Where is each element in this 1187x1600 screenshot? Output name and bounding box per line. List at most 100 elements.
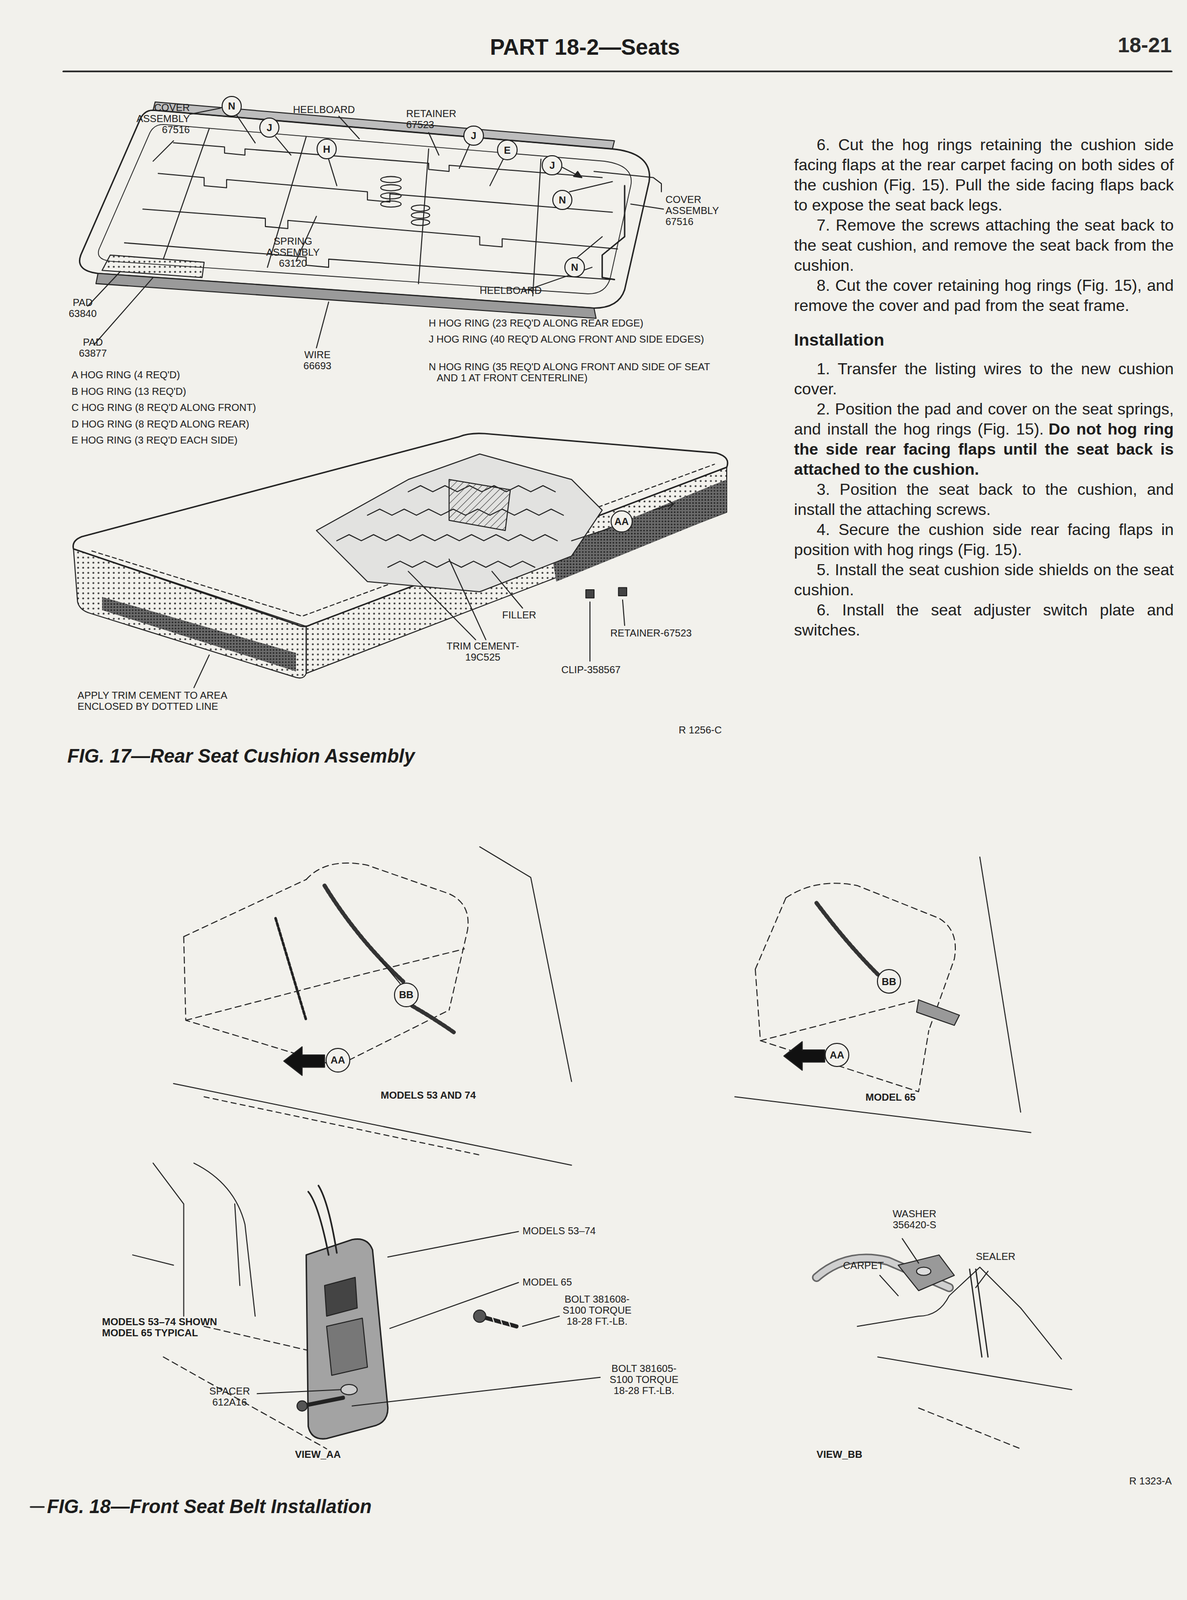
part-label-text: CARPET [843, 1260, 884, 1272]
title-text: PART 18-2—Seats [489, 34, 680, 60]
view-aa-drawing [306, 1239, 388, 1440]
seat-cushion [449, 479, 511, 532]
seat-cushion [653, 500, 674, 511]
view-bb-drawing [918, 1408, 1021, 1450]
part-label: CARPET [843, 1260, 884, 1272]
legend-note-text: J HOG RING (40 REQ'D ALONG FRONT AND SID… [428, 333, 705, 345]
part-label: HEELBOARD [292, 104, 355, 116]
part-label: TRIM CEMENT- 19C525 [438, 640, 527, 663]
step-text: 8. Cut the cover retaining hog rings (Fi… [794, 276, 1174, 315]
seat-belt-figure-right [734, 857, 1031, 1133]
step-text: 5. Install the seat cushion side shields… [794, 560, 1174, 600]
part-label-text: SPACER 612A16 [209, 1386, 251, 1409]
view-label-text: VIEW_AA [294, 1449, 341, 1461]
part-label: COVER ASSEMBLY 67516 [128, 102, 190, 136]
seat-cushion [316, 454, 603, 592]
seat-belt-figure-left [379, 959, 401, 984]
view-label-text: VIEW_BB [816, 1449, 863, 1461]
seat-cushion [73, 549, 307, 679]
part-label-text: WIRE 66693 [303, 349, 332, 372]
seat-belt-figure-left [306, 863, 468, 1011]
leader-line [193, 559, 625, 688]
seat-belt-figure-left [183, 879, 465, 1067]
part-label: BOLT 381608-S100 TORQUE 18-28 FT.-LB. [555, 1294, 640, 1328]
part-label: SEALER [975, 1251, 1016, 1263]
view-bb-drawing [816, 1239, 1072, 1450]
part-label-text: SEALER [975, 1251, 1016, 1263]
seat-cushion [336, 534, 558, 541]
part-label: PAD 63877 [71, 336, 115, 359]
callout-circle: BB [876, 969, 902, 995]
page-number: 18-21 [1110, 32, 1172, 58]
procedure-step: 3. Position the seat back to the cushion… [794, 479, 1174, 520]
seat-frame [380, 201, 402, 208]
seat-frame [142, 209, 618, 249]
figure-caption-text: FIG. 17—Rear Seat Cushion Assembly [67, 745, 415, 767]
view-aa-drawing [297, 1401, 308, 1412]
seat-cushion [571, 528, 610, 541]
view-label: VIEW_AA [294, 1449, 341, 1461]
legend-note-text: A HOG RING (4 REQ'D) [71, 369, 180, 381]
seat-belt-figure-left [275, 918, 307, 1021]
figure-caption-text: FIG. 18—Front Seat Belt Installation [46, 1496, 372, 1518]
step-text: 1. Transfer the listing wires to the new… [794, 359, 1174, 399]
legend-note-text: B HOG RING (13 REQ'D) [71, 385, 186, 398]
seat-belt-figure-right [783, 1042, 825, 1071]
seat-cushion [102, 597, 296, 672]
note: APPLY TRIM CEMENT TO AREA ENCLOSED BY DO… [77, 689, 262, 713]
part-label-text: BOLT 381605-S100 TORQUE 18-28 FT.-LB. [609, 1363, 679, 1397]
part-label-text: HEELBOARD [292, 104, 355, 116]
legend-note-text: N HOG RING (35 REQ'D ALONG FRONT AND SID… [428, 361, 710, 384]
legend-note: A HOG RING (4 REQ'D) [71, 369, 180, 381]
callout-letter: BB [399, 990, 414, 1001]
seat-frame [411, 212, 430, 219]
part-label-text: FILLER [502, 609, 537, 621]
callout-letter: J [266, 122, 273, 133]
seat-frame [562, 167, 582, 178]
part-label: SPACER 612A16 [204, 1386, 256, 1409]
part-label: BOLT 381605-S100 TORQUE 18-28 FT.-LB. [602, 1363, 686, 1397]
callout-letter: N [558, 194, 566, 206]
seat-cushion [73, 433, 728, 627]
seat-frame [380, 176, 402, 183]
seat-cushion [73, 433, 728, 679]
legend-note: N HOG RING (35 REQ'D ALONG FRONT AND SID… [428, 361, 715, 384]
callout-letter: BB [881, 976, 897, 987]
page-number-text: 18-21 [1117, 33, 1172, 57]
part-label: RETAINER 67523 [406, 108, 468, 131]
seat-belt-figure-left [173, 847, 572, 1166]
step-text: 7. Remove the screws attaching the seat … [794, 216, 1174, 275]
callout-circle: J [259, 117, 280, 139]
callout-circle: E [497, 139, 518, 161]
callout-circle: AA [610, 510, 634, 534]
note: MODELS 53–74 SHOWN MODEL 65 TYPICAL [102, 1316, 245, 1339]
seat-belt-figure-right [734, 857, 1031, 1133]
part-label: WIRE 66693 [295, 349, 339, 372]
part-label-text: HEELBOARD [479, 284, 542, 296]
view-bb-drawing [916, 1267, 931, 1276]
part-label-text: MODEL 65 [522, 1276, 572, 1289]
seat-belt-figure-left [204, 1097, 480, 1156]
callout-letter: J [549, 160, 555, 171]
callout-circle: N [564, 257, 585, 278]
legend-note: E HOG RING (3 REQ'D EACH SIDE) [71, 434, 238, 446]
seat-frame [163, 128, 541, 296]
note-text: APPLY TRIM CEMENT TO AREA ENCLOSED BY DO… [77, 689, 227, 713]
part-label-text: TRIM CEMENT- 19C525 [446, 640, 519, 663]
callout-letter: N [228, 101, 236, 112]
procedure-step: 6. Install the seat adjuster switch plat… [794, 600, 1174, 641]
seat-frame [573, 171, 582, 178]
note-text: MODELS 53–74 SHOWN MODEL 65 TYPICAL [102, 1316, 218, 1339]
view-aa-drawing [324, 1277, 358, 1317]
model-label: MODEL 65 [865, 1092, 916, 1104]
callout-letter: N [570, 262, 578, 273]
callout-letter: AA [330, 1055, 346, 1066]
leader-line [87, 108, 664, 348]
seat-frame [602, 185, 625, 280]
view-aa-drawing [473, 1310, 486, 1323]
view-bb-drawing [857, 1267, 1062, 1360]
procedure-step: 6. Cut the hog rings retaining the cushi… [794, 134, 1174, 216]
part-label: FILLER [502, 609, 537, 621]
callout-letter: E [504, 145, 511, 156]
part-label-text: PAD 63877 [78, 336, 108, 359]
